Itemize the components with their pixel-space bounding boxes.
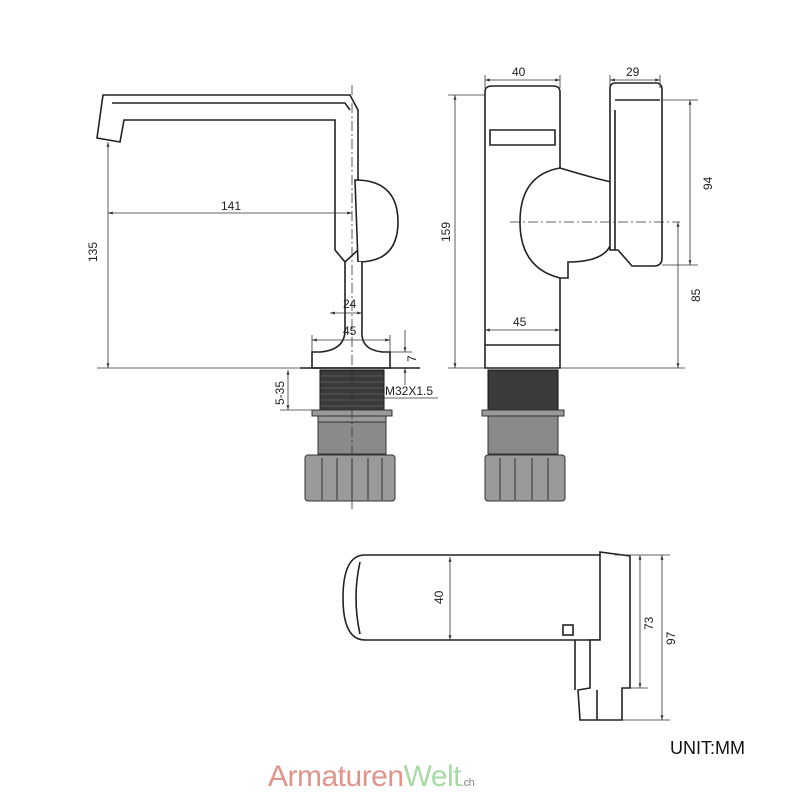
spout-edge xyxy=(112,102,351,111)
top-view xyxy=(342,551,670,721)
spout xyxy=(96,94,359,264)
logo-part2: Welt xyxy=(403,760,462,793)
lever-pin xyxy=(562,624,574,636)
dim-45-side: 45 xyxy=(343,324,357,338)
dim-141: 141 xyxy=(221,199,241,213)
side-dimension-lines xyxy=(97,142,438,411)
lever-front xyxy=(609,82,663,267)
neck xyxy=(311,262,391,369)
front-dimension-lines xyxy=(448,75,698,369)
dim-135: 135 xyxy=(86,242,100,262)
spout-tip-edge xyxy=(355,561,361,635)
dim-94: 94 xyxy=(701,176,715,190)
aerator-front xyxy=(489,129,556,146)
nut-front-lower xyxy=(484,454,566,502)
dim-159: 159 xyxy=(439,222,453,242)
dim-85: 85 xyxy=(689,288,703,302)
lever-top xyxy=(577,551,631,721)
dim-45-front: 45 xyxy=(513,315,527,329)
nut-front-ribs xyxy=(499,458,549,500)
nut-side-ribs xyxy=(321,458,383,500)
dim-73: 73 xyxy=(642,616,656,630)
dim-40-top: 40 xyxy=(432,590,446,604)
washer-front xyxy=(481,409,565,417)
dim-40-front: 40 xyxy=(512,65,526,79)
brand-logo: ArmaturenWelt.ch xyxy=(268,760,475,794)
dim-5-35: 5-35 xyxy=(273,381,287,405)
dim-7: 7 xyxy=(405,355,419,362)
spout-top xyxy=(342,554,616,641)
handle-front xyxy=(519,167,613,279)
unit-label: UNIT:MM xyxy=(670,738,745,758)
thread-front xyxy=(487,369,559,411)
nut-front-upper xyxy=(487,415,559,455)
handle-bulge xyxy=(354,179,399,263)
dim-97: 97 xyxy=(664,631,678,645)
dim-29: 29 xyxy=(626,65,640,79)
logo-suffix: .ch xyxy=(461,777,475,789)
side-view xyxy=(96,85,438,510)
nut-side-lower xyxy=(304,454,396,502)
front-view xyxy=(448,75,698,502)
logo-part1: Armaturen xyxy=(268,760,404,793)
dim-24: 24 xyxy=(343,297,357,311)
top-dimension-lines xyxy=(448,554,670,721)
thread-label: M32X1.5 xyxy=(385,384,433,398)
